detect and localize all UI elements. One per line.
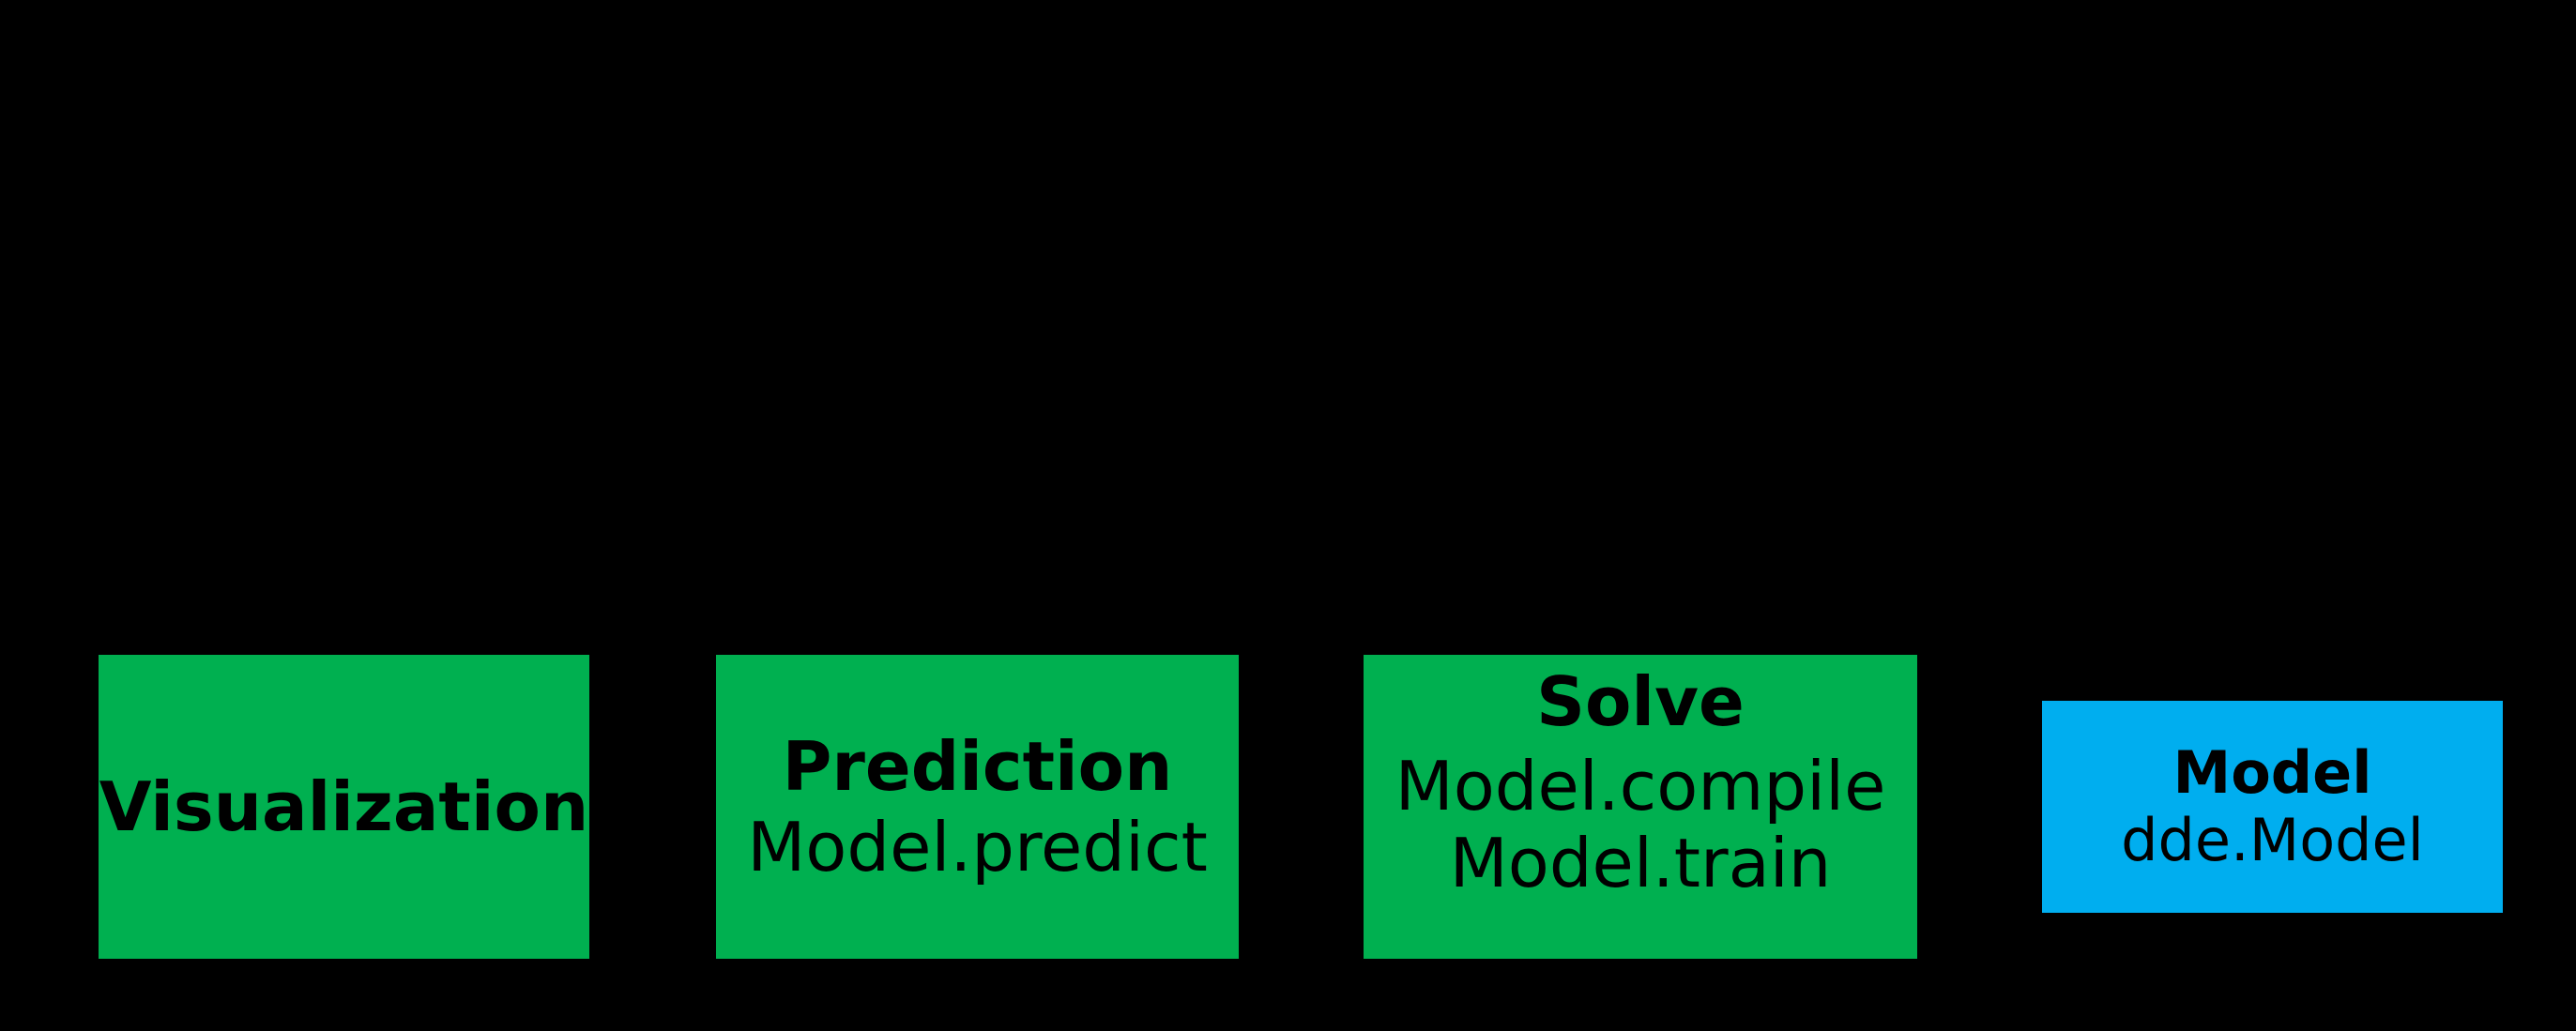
node-solve-api-2: Model.train bbox=[1449, 824, 1832, 902]
node-model-title: Model bbox=[2172, 738, 2372, 807]
node-prediction-title: Prediction bbox=[782, 727, 1173, 806]
node-visualization[interactable]: Visualization bbox=[99, 655, 589, 959]
node-prediction-api-1: Model.predict bbox=[747, 808, 1208, 887]
node-solve[interactable]: Solve Model.compile Model.train bbox=[1364, 655, 1917, 959]
node-solve-title: Solve bbox=[1536, 662, 1745, 741]
node-solve-api-1: Model.compile bbox=[1395, 747, 1886, 826]
node-model[interactable]: Model dde.Model bbox=[2042, 701, 2503, 913]
node-visualization-title: Visualization bbox=[99, 767, 589, 846]
node-prediction[interactable]: Prediction Model.predict bbox=[716, 655, 1239, 959]
node-model-api-1: dde.Model bbox=[2121, 806, 2424, 874]
